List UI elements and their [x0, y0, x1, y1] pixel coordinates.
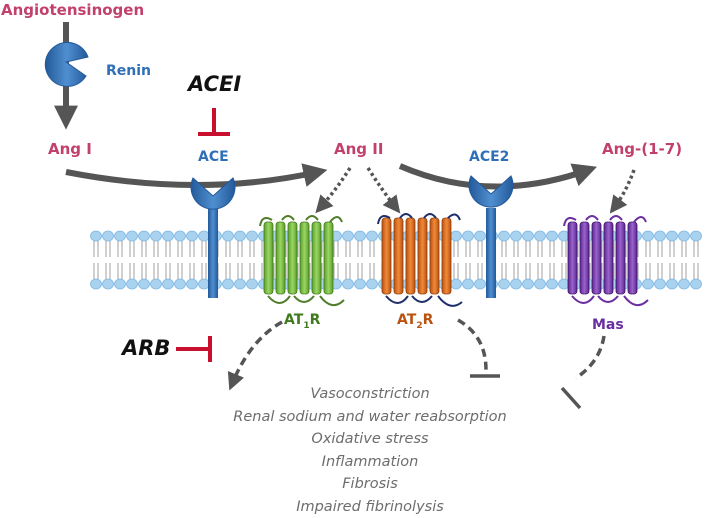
lipid-head	[343, 231, 354, 241]
lipid-head	[679, 279, 690, 289]
renin-enzyme-icon	[45, 42, 88, 86]
lipid-head	[187, 279, 198, 289]
arrow-ang2-to-ang17	[400, 166, 588, 187]
lipid-head	[103, 279, 114, 289]
lipid-head	[463, 231, 474, 241]
angiotensinogen-label: Angiotensinogen	[1, 3, 144, 18]
mas-receptor-icon	[564, 216, 648, 305]
lipid-head	[547, 231, 558, 241]
lipid-head	[151, 231, 162, 241]
lipid-head	[655, 231, 666, 241]
lipid-head	[163, 279, 174, 289]
lipid-head	[511, 231, 522, 241]
lipid-head	[355, 231, 366, 241]
effect-item: Impaired fibrinolysis	[170, 496, 570, 518]
dotted-arrow-ang2-to-at1r	[320, 168, 350, 208]
lipid-head	[199, 231, 210, 241]
effect-item: Renal sodium and water reabsorption	[170, 406, 570, 429]
ang1-label: Ang I	[48, 142, 92, 157]
lipid-head	[535, 231, 546, 241]
lipid-head	[499, 279, 510, 289]
renin-label: Renin	[106, 64, 151, 78]
lipid-head	[175, 279, 186, 289]
dashed-inhibit-at2r-to-effects	[458, 320, 500, 376]
lipid-head	[643, 279, 654, 289]
lipid-head	[247, 279, 258, 289]
lipid-head	[199, 279, 210, 289]
acei-inhibition-icon	[198, 108, 230, 134]
dotted-arrow-ang17-to-mas	[614, 170, 634, 208]
acei-label: ACEI	[188, 74, 241, 95]
at1r-label-main: AT	[284, 312, 303, 328]
lipid-head	[343, 279, 354, 289]
lipid-head	[367, 279, 378, 289]
effect-item: Fibrosis	[170, 473, 570, 496]
lipid-head	[535, 279, 546, 289]
lipid-head	[679, 231, 690, 241]
lipid-head	[691, 231, 702, 241]
at1r-label-tail: R	[310, 312, 321, 328]
lipid-head	[139, 279, 150, 289]
mas-label: Mas	[592, 318, 624, 332]
at2r-receptor-icon	[378, 214, 462, 306]
ace-label: ACE	[198, 150, 229, 164]
effect-item: Inflammation	[170, 451, 570, 474]
lipid-head	[127, 279, 138, 289]
lipid-head	[655, 279, 666, 289]
lipid-head	[667, 231, 678, 241]
arb-label: ARB	[122, 338, 170, 359]
lipid-head	[451, 231, 462, 241]
lipid-head	[667, 279, 678, 289]
lipid-head	[499, 231, 510, 241]
at2r-label-tail: R	[423, 312, 434, 328]
dashed-arrow-at1r-to-effects	[232, 322, 282, 384]
lipid-head	[187, 231, 198, 241]
dotted-arrow-ang2-to-at2r	[368, 168, 396, 208]
lipid-head	[511, 279, 522, 289]
effects-list: Vasoconstriction Renal sodium and water …	[170, 383, 570, 518]
lipid-head	[523, 231, 534, 241]
lipid-head	[523, 279, 534, 289]
lipid-head	[151, 279, 162, 289]
lipid-head	[247, 231, 258, 241]
effect-item: Vasoconstriction	[170, 383, 570, 406]
lipid-head	[139, 231, 150, 241]
effect-item: Oxidative stress	[170, 428, 570, 451]
lipid-head	[175, 231, 186, 241]
at1r-receptor-icon	[260, 216, 344, 305]
arb-inhibition-icon	[176, 336, 210, 362]
lipid-head	[451, 279, 462, 289]
at2r-label: AT2R	[397, 313, 433, 331]
lipid-head	[367, 231, 378, 241]
lipid-head	[463, 279, 474, 289]
lipid-head	[163, 231, 174, 241]
lipid-head	[223, 231, 234, 241]
lipid-head	[547, 279, 558, 289]
lipid-head	[235, 231, 246, 241]
lipid-head	[643, 231, 654, 241]
ang17-label: Ang-(1-7)	[602, 142, 682, 157]
at1r-label: AT1R	[284, 313, 320, 331]
lipid-head	[355, 279, 366, 289]
ace2-label: ACE2	[469, 150, 509, 164]
lipid-head	[691, 279, 702, 289]
lipid-head	[235, 279, 246, 289]
at2r-label-main: AT	[397, 312, 416, 328]
lipid-head	[115, 279, 126, 289]
lipid-head	[475, 231, 486, 241]
lipid-head	[91, 279, 102, 289]
lipid-head	[103, 231, 114, 241]
lipid-head	[475, 279, 486, 289]
lipid-head	[91, 231, 102, 241]
lipid-head	[127, 231, 138, 241]
lipid-head	[115, 231, 126, 241]
lipid-head	[223, 279, 234, 289]
ang2-label: Ang II	[334, 142, 383, 157]
